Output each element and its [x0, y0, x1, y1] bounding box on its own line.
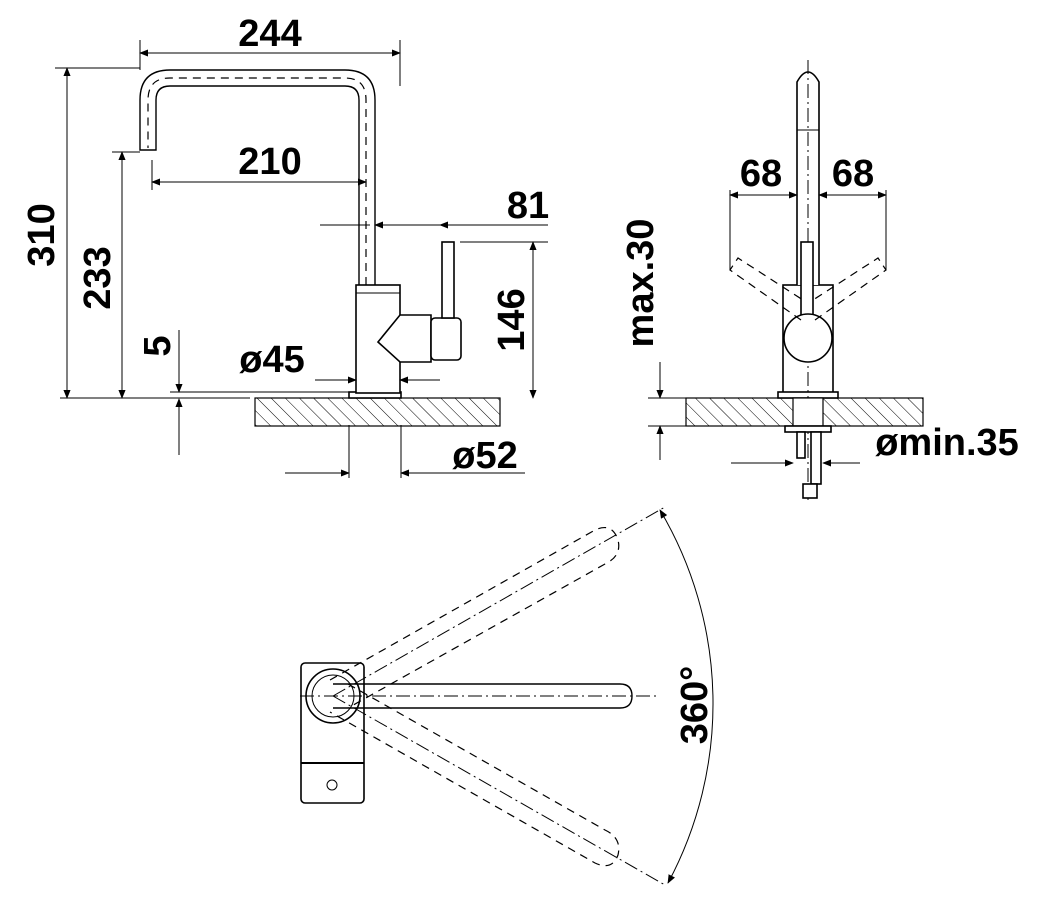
dim-max-thickness: max.30 — [620, 219, 662, 348]
dim-swivel: 360° — [674, 666, 716, 745]
dim-spout-height: 233 — [77, 246, 119, 309]
front-view: 68 68 max.30 ømin.35 — [620, 60, 1019, 500]
mounting-nut — [784, 425, 832, 433]
dim-base-thickness: 5 — [137, 335, 179, 356]
dim-lever-left: 68 — [740, 153, 782, 195]
dim-lever-height: 146 — [491, 288, 533, 351]
dim-min-hole: ømin.35 — [875, 422, 1019, 464]
side-view: 244 210 81 310 233 146 5 ø45 ø52 — [21, 13, 549, 478]
top-view: 360° — [300, 506, 716, 886]
countertop-side — [254, 397, 501, 427]
dim-body-diameter: ø45 — [239, 339, 304, 381]
dim-total-height: 310 — [21, 203, 63, 266]
dim-total-width: 244 — [238, 13, 301, 55]
dim-spout-reach: 210 — [238, 141, 301, 183]
dim-hole-diameter: ø52 — [452, 435, 517, 477]
dim-lever-right: 68 — [832, 153, 874, 195]
dim-lever-offset: 81 — [507, 185, 549, 227]
lever-knob-front — [783, 313, 833, 363]
